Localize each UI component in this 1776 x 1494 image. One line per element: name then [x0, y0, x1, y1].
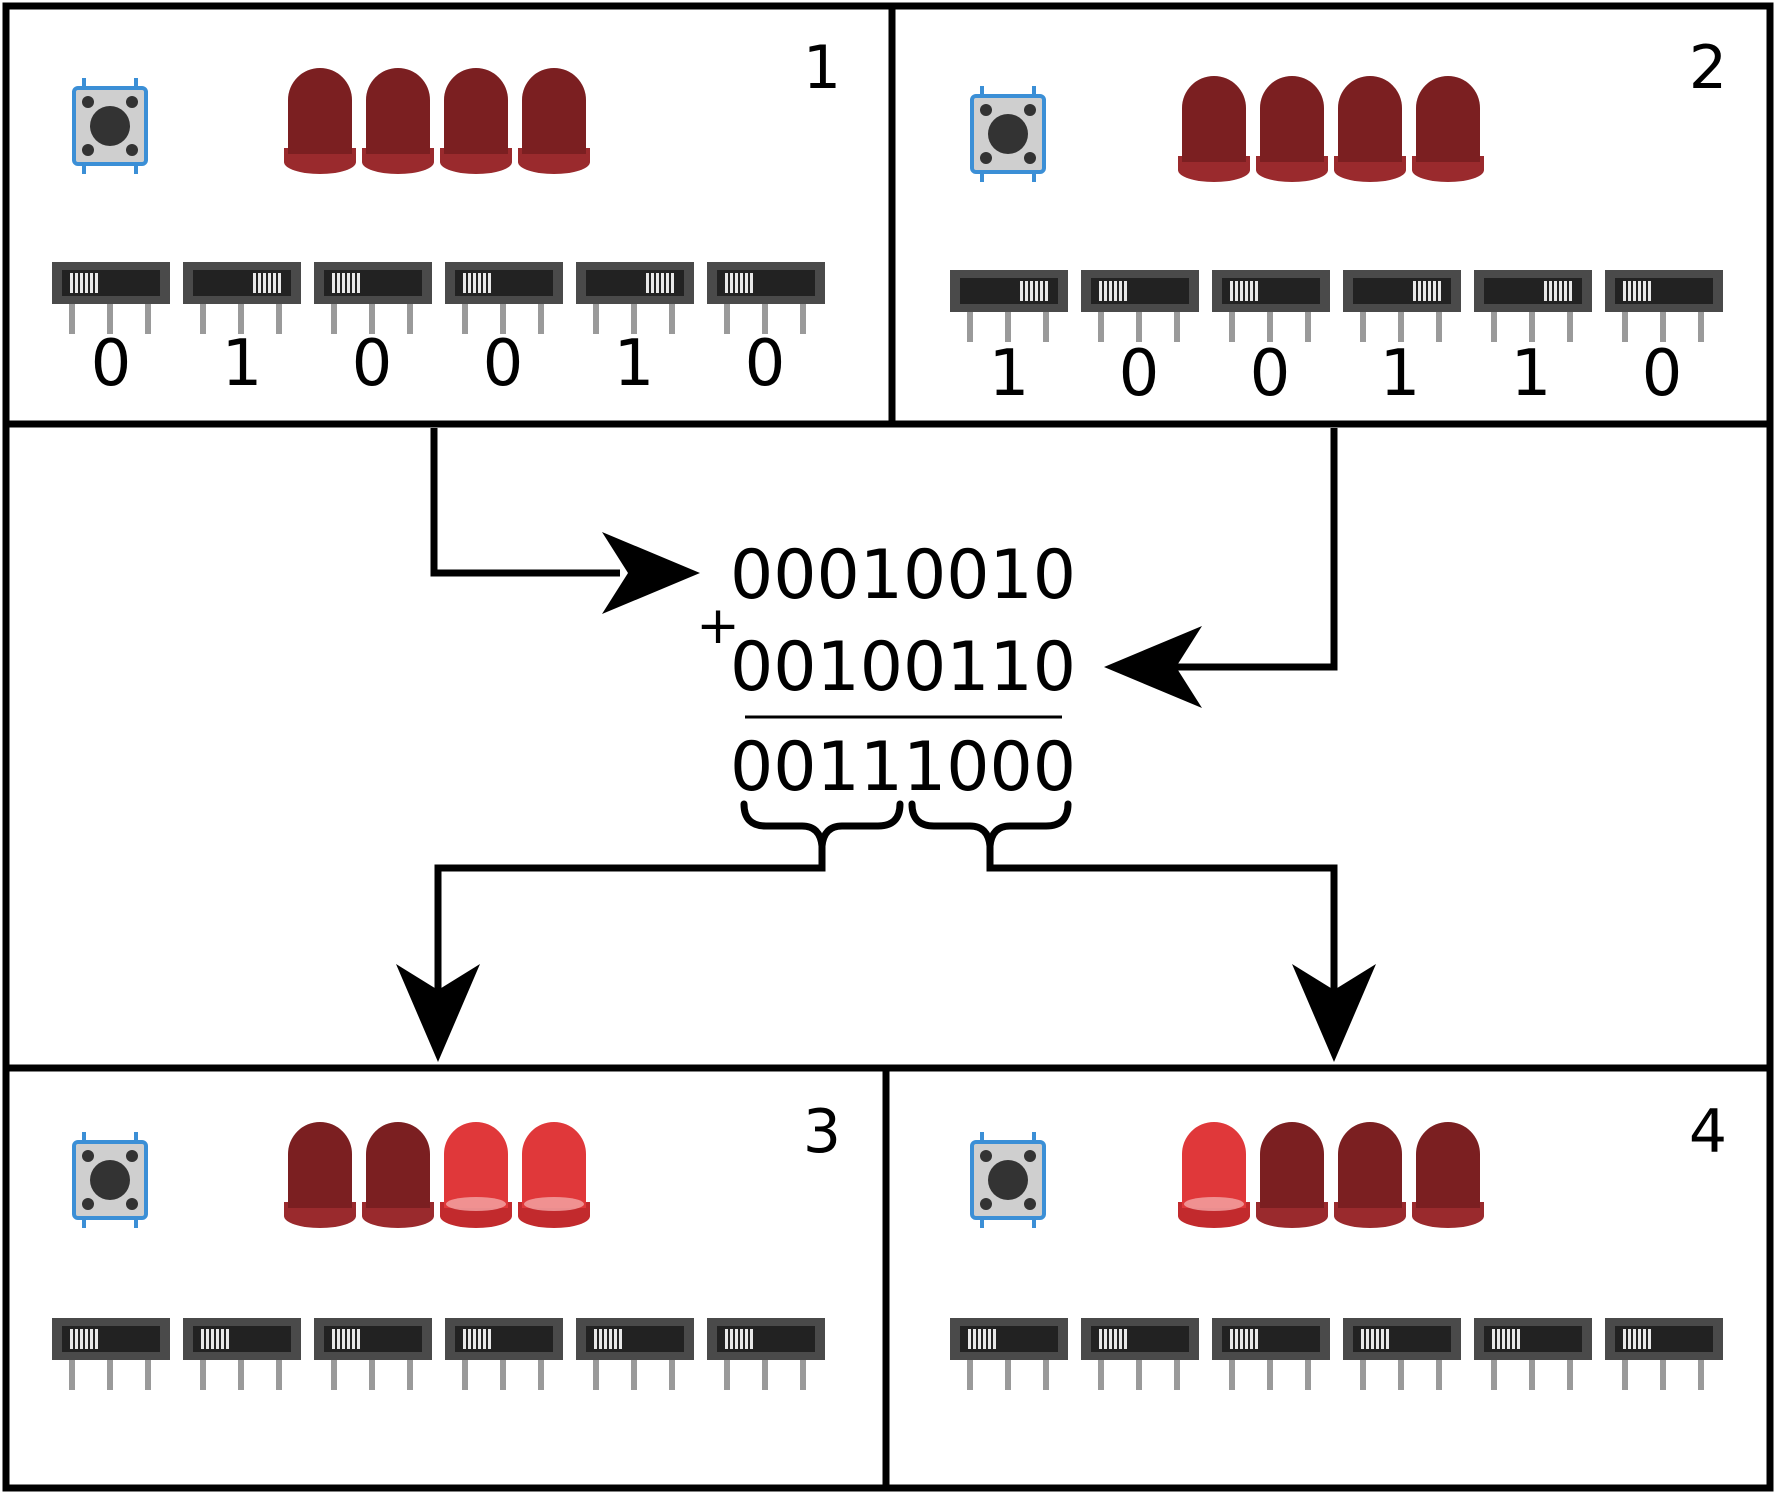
led-icon [1256, 1122, 1328, 1228]
operand-b: 00100110 [730, 628, 1076, 707]
led-icon [1256, 76, 1328, 182]
slide-switch-icon [950, 270, 1068, 342]
led-icon [1334, 1122, 1406, 1228]
slide-switch-icon [1343, 270, 1461, 342]
bit-label: 1 [614, 327, 655, 401]
plus-sign: + [696, 596, 740, 656]
slide-switch-icon [1212, 1318, 1330, 1390]
led-icon [440, 1122, 512, 1228]
arrowhead-right-icon [602, 532, 700, 614]
arrow-panel2-to-sum [1148, 428, 1338, 671]
switch-row [52, 1318, 825, 1390]
led-icon [1178, 76, 1250, 182]
panel-1: 1 0 1 0 0 1 0 [52, 33, 841, 401]
slide-switch-icon [314, 1318, 432, 1390]
led-icon [518, 1122, 590, 1228]
led-row [284, 1122, 590, 1228]
binary-addition: + 00010010 00100110 00111000 [696, 536, 1076, 807]
panel-number: 2 [1689, 33, 1727, 103]
panel-3: 3 [52, 1097, 841, 1390]
panel-number: 1 [803, 33, 841, 103]
bit-label: 0 [1642, 337, 1683, 411]
bit-labels: 0 1 0 0 1 0 [91, 327, 786, 401]
panel-number: 3 [803, 1097, 841, 1167]
arrowhead-left-icon [1104, 626, 1202, 708]
slide-switch-icon [1212, 270, 1330, 342]
led-icon [440, 68, 512, 174]
brace-left [740, 800, 904, 850]
push-button-icon [970, 86, 1046, 182]
led-icon [284, 1122, 356, 1228]
arrowhead-down-icon [1292, 964, 1376, 1062]
slide-switch-icon [1343, 1318, 1461, 1390]
bit-label: 0 [745, 327, 786, 401]
led-icon [1412, 76, 1484, 182]
slide-switch-icon [183, 262, 301, 334]
slide-switch-icon [1605, 270, 1723, 342]
bit-label: 1 [989, 337, 1030, 411]
bit-label: 0 [91, 327, 132, 401]
led-row [284, 68, 590, 174]
led-row [1178, 76, 1484, 182]
slide-switch-icon [1474, 1318, 1592, 1390]
connector-lines [430, 428, 1338, 990]
slide-switch-icon [707, 1318, 825, 1390]
slide-switch-icon [52, 1318, 170, 1390]
slide-switch-icon [445, 1318, 563, 1390]
slide-switch-icon [314, 262, 432, 334]
bit-label: 0 [1250, 337, 1291, 411]
panel-4: 4 [950, 1097, 1727, 1390]
arrow-sum-low-to-panel4 [986, 846, 1338, 990]
bit-label: 1 [1511, 337, 1552, 411]
sum-result: 00111000 [730, 728, 1076, 807]
slide-switch-icon [576, 1318, 694, 1390]
push-button-icon [72, 1132, 148, 1228]
slide-switch-icon [1605, 1318, 1723, 1390]
push-button-icon [72, 78, 148, 174]
slide-switch-icon [950, 1318, 1068, 1390]
slide-switch-icon [183, 1318, 301, 1390]
switch-row [52, 262, 825, 334]
panel-number: 4 [1689, 1097, 1727, 1167]
led-icon [1334, 76, 1406, 182]
bit-labels: 1 0 0 1 1 0 [989, 337, 1683, 411]
slide-switch-icon [445, 262, 563, 334]
led-icon [362, 68, 434, 174]
slide-switch-icon [1081, 270, 1199, 342]
brace-right [908, 800, 1072, 850]
arrow-sum-high-to-panel3 [434, 846, 826, 990]
slide-switch-icon [707, 262, 825, 334]
bit-label: 1 [222, 327, 263, 401]
operand-a: 00010010 [730, 536, 1076, 615]
bit-label: 0 [1119, 337, 1160, 411]
led-row [1178, 1122, 1484, 1228]
slide-switch-icon [1474, 270, 1592, 342]
led-icon [362, 1122, 434, 1228]
slide-switch-icon [576, 262, 694, 334]
led-icon [1178, 1122, 1250, 1228]
switch-row [950, 270, 1723, 342]
led-icon [518, 68, 590, 174]
push-button-icon [970, 1132, 1046, 1228]
panel-2: 2 1 0 0 1 1 0 [950, 33, 1727, 411]
bit-label: 0 [352, 327, 393, 401]
led-icon [1412, 1122, 1484, 1228]
switch-row [950, 1318, 1723, 1390]
arrow-panel1-to-sum [430, 428, 620, 577]
arrowheads [396, 532, 1376, 1062]
bit-label: 1 [1380, 337, 1421, 411]
arrowhead-down-icon [396, 964, 480, 1062]
slide-switch-icon [1081, 1318, 1199, 1390]
led-icon [284, 68, 356, 174]
bit-label: 0 [483, 327, 524, 401]
slide-switch-icon [52, 262, 170, 334]
